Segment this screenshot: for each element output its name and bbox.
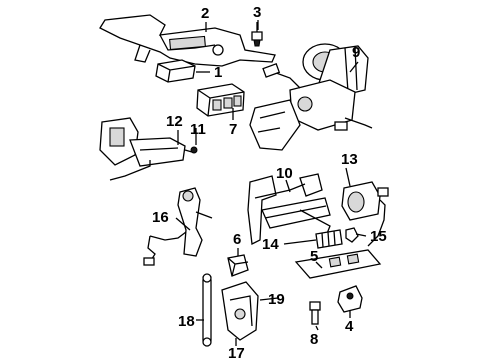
label-part-10: 10	[276, 165, 293, 182]
leader-lines	[175, 20, 367, 346]
module-1-illustration	[155, 59, 196, 83]
motor-13-illustration	[341, 181, 389, 247]
label-part-8: 8	[310, 331, 318, 348]
sensor-6-illustration	[227, 254, 249, 277]
label-part-19: 19	[268, 291, 285, 308]
valve-12-illustration	[99, 117, 198, 181]
label-part-13: 13	[341, 151, 358, 168]
bolt-8-illustration	[309, 301, 321, 325]
label-part-16: 16	[152, 209, 169, 226]
label-part-2: 2	[201, 5, 209, 22]
label-part-5: 5	[310, 248, 318, 265]
clip-15-illustration	[345, 227, 359, 243]
sensor-16-illustration	[143, 187, 213, 266]
bracket-19-illustration	[221, 281, 259, 341]
label-part-18: 18	[178, 313, 195, 330]
relay-block-7-illustration	[196, 83, 245, 117]
bolt-3-illustration	[251, 22, 263, 47]
bracket-2-illustration	[99, 14, 276, 67]
label-part-6: 6	[233, 231, 241, 248]
label-part-14: 14	[262, 236, 279, 253]
bracket-10-illustration	[247, 173, 331, 245]
filter-14-illustration	[315, 229, 343, 249]
label-part-9: 9	[352, 44, 360, 61]
label-part-4: 4	[345, 318, 354, 335]
label-part-12: 12	[166, 113, 183, 130]
bracket-4-illustration	[337, 285, 363, 313]
label-part-15: 15	[370, 228, 387, 245]
label-part-11: 11	[190, 121, 206, 138]
label-part-17: 17	[228, 345, 245, 360]
label-part-1: 1	[214, 64, 222, 81]
plate-5-illustration	[294, 249, 382, 279]
label-part-3: 3	[253, 4, 261, 21]
label-part-7: 7	[229, 121, 237, 138]
compressor-9-illustration	[249, 43, 373, 151]
part-labels: 2 3 1 7 9 12 11 16 10 13 14 15 5 6 4 8 1…	[152, 4, 387, 360]
strut-18-illustration	[202, 273, 212, 347]
